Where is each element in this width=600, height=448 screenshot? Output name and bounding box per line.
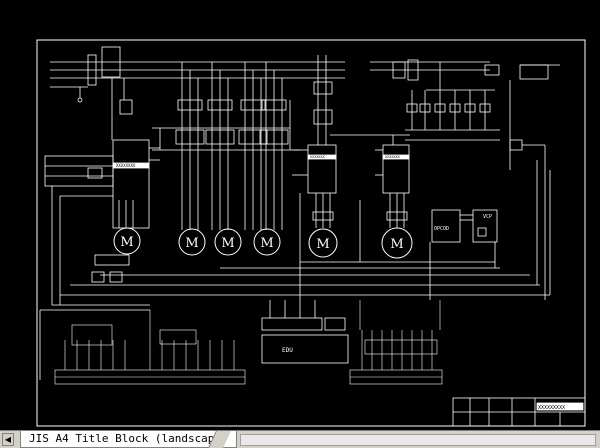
power-input [50,46,345,140]
inverter-left-label: XXXXXXXX [116,163,136,168]
field-wiring [39,160,551,380]
motor-6-label: M [390,237,403,252]
motor-4 [253,228,281,256]
motors [113,227,413,259]
drawing-canvas[interactable]: XXXXXXXXX XXXXXXXX [0,0,600,430]
motor-1-label: M [120,235,133,250]
transformer-section [370,59,560,91]
terminal-strip-left [54,310,246,385]
motor-labels: M M M M M M [120,235,403,252]
relay-bank [405,80,546,300]
motor-5-label: M [316,237,329,252]
inverter-right-label: XXXXXXX [385,155,401,159]
motor-1 [113,227,141,255]
edu-label: EDU [282,347,293,354]
title-block-text: XXXXXXXXX [538,405,565,411]
contactor-bank [152,62,300,230]
motor-3 [214,228,242,256]
vcp-box-label: VCP [483,214,492,220]
title-block: XXXXXXXXX [452,397,586,427]
motor-5 [308,228,338,258]
drawing-frame [36,39,586,427]
motor-3-label: M [221,236,234,251]
option-panel: OPCOD VCP [431,209,498,243]
motor-4-label: M [260,236,273,251]
motor-2 [178,228,206,256]
tab-layout-active[interactable]: JIS A4 Title Block (landscape) [20,431,237,448]
tab-scroll-left-icon[interactable]: ◀ [2,433,14,446]
horizontal-scrollbar[interactable] [240,434,596,446]
motor-2-label: M [185,236,198,251]
mid-drive-module: XXXXXXX [292,55,337,228]
left-drive-module: XXXXXXXX [44,139,160,305]
option-box-label: OPCOD [434,226,449,232]
layout-tab-bar: ◀ JIS A4 Title Block (landscape) [0,430,600,448]
terminal-strip-right [349,300,443,385]
right-drive-module: XXXXXXX [330,134,410,228]
edu-controller: EDU [261,300,349,364]
inverter-mid-label: XXXXXXX [310,155,326,159]
